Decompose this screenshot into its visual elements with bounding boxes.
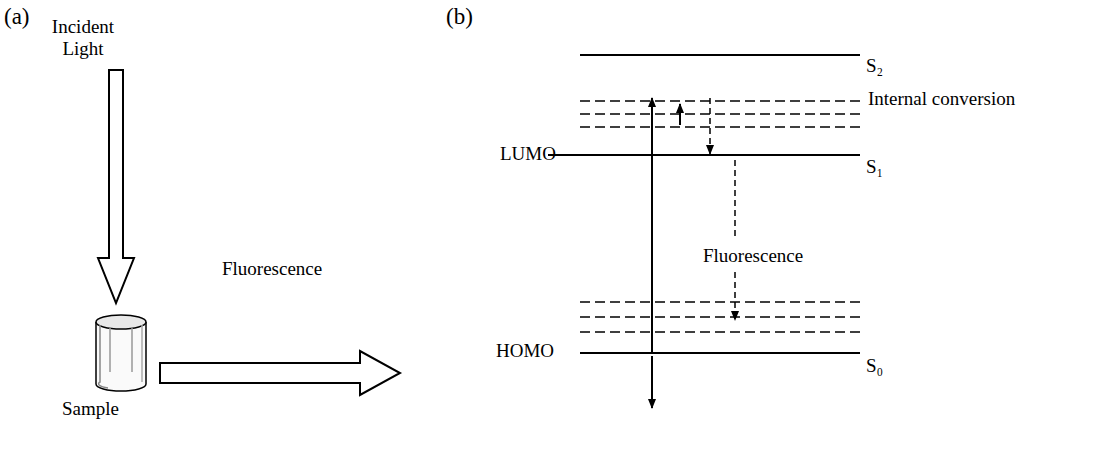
- orbital-label: HOMO: [496, 340, 554, 362]
- energy-levels: [548, 55, 860, 353]
- state-label: S₀: [866, 355, 883, 377]
- light-label: Incident Light: [50, 16, 116, 60]
- fluorescence-label: Fluorescence: [222, 258, 322, 280]
- sample-label: Sample: [62, 398, 119, 420]
- process-label: Internal conversion: [868, 88, 1015, 110]
- process-label: Fluorescence: [700, 245, 806, 267]
- incident-arrow: [98, 70, 134, 303]
- state-label: S₁: [866, 156, 883, 178]
- sample-vial: [96, 315, 146, 391]
- panel-label: (a): [4, 4, 30, 30]
- orbital-label: LUMO: [500, 143, 556, 165]
- panel-label: (b): [446, 4, 473, 30]
- fluorescence-arrow: [160, 351, 400, 395]
- state-label: S₂: [866, 55, 883, 77]
